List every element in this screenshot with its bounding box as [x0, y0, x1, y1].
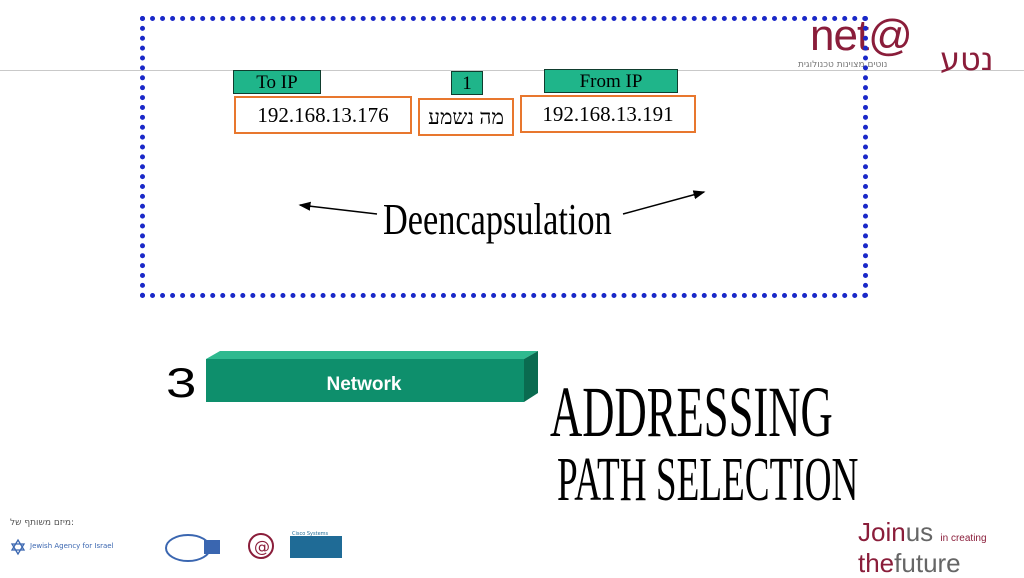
right-arrow [622, 190, 706, 215]
neta-tagline: נוטים מצוינות טכנולוגית [798, 60, 888, 70]
neta-hebrew-logo: נטע [940, 40, 994, 78]
deencapsulation-label: Deencapsulation [383, 195, 612, 244]
addressing-label: ADDRESSING [550, 372, 833, 452]
sequence-tag: 1 [451, 71, 483, 95]
from-ip-tag: From IP [544, 69, 678, 93]
jewish-agency-text: Jewish Agency for Israel [29, 542, 114, 550]
at-logo-icon [248, 533, 274, 559]
future-text: future [894, 548, 961, 578]
at-sign-icon: @ [254, 537, 270, 556]
block-front-face [206, 359, 524, 402]
to-ip-tag: To IP [233, 70, 321, 94]
layer-number: 3 [166, 359, 197, 406]
payload-box: מה נשמע [418, 98, 514, 136]
sponsor-logos: Jewish Agency for Israel @ Cisco Systems [10, 531, 342, 562]
block-top-face [206, 351, 538, 359]
network-layer-block [206, 351, 538, 402]
cisco-text: Cisco Systems [292, 531, 329, 537]
path-selection-label: PATH SELECTION [557, 446, 859, 514]
cisco-academy-logo [290, 536, 342, 558]
join-us-logo: Joinus in creating thefuture [858, 517, 987, 578]
sponsor-heading: מיזם משותף של: [10, 518, 75, 528]
deencapsulation-frame [140, 16, 868, 298]
the-text: the [858, 548, 895, 578]
iit-logo-icon [204, 540, 220, 554]
left-arrow [298, 201, 378, 215]
network-layer-label: Network [326, 374, 402, 395]
jewish-agency-logo: Jewish Agency for Israel [10, 538, 114, 556]
to-ip-value-box: 192.168.13.176 [234, 96, 412, 134]
from-ip-value-box: 192.168.13.191 [520, 95, 696, 133]
us-text: us [905, 517, 934, 547]
block-side-face [524, 351, 538, 402]
in-creating-text: in creating [940, 533, 987, 544]
globe-icon [165, 534, 211, 562]
header-rule [0, 70, 1024, 71]
join-text: Join [858, 517, 906, 547]
